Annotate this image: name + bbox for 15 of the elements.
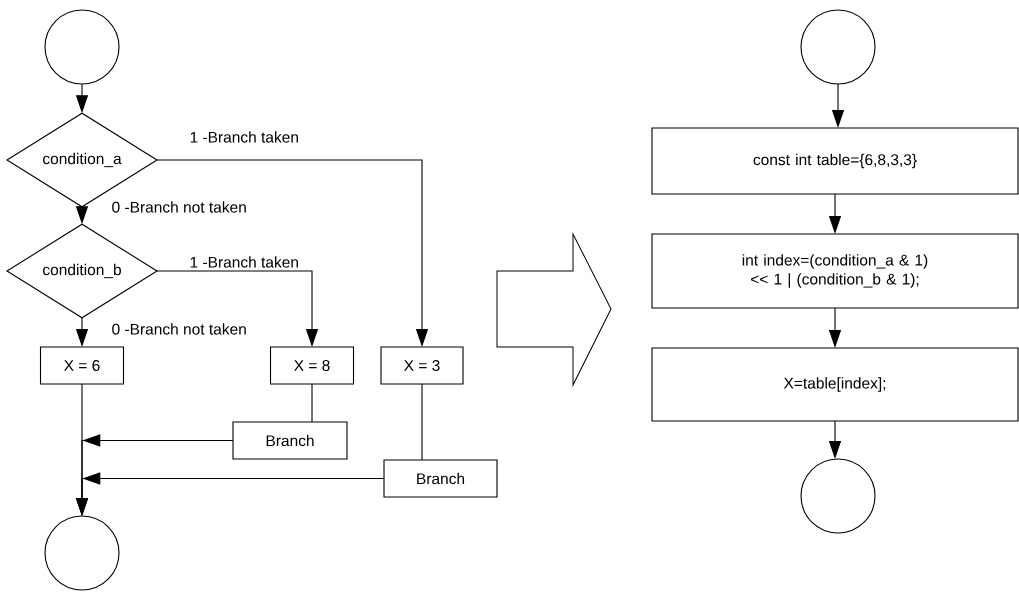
process-box: X = 6	[39, 346, 125, 385]
edge-label: 1 -Branch taken	[188, 255, 300, 269]
process-box: X = 8	[269, 346, 355, 385]
process-box: int index=(condition_a & 1) << 1 | (condition_b & 1);	[651, 233, 1019, 309]
process-box: const int table={6,8,3,3}	[651, 127, 1019, 195]
edge-label: 1 -Branch taken	[188, 130, 300, 144]
terminal-circle	[800, 9, 876, 85]
terminal-circle	[44, 9, 120, 85]
terminal-circle	[800, 458, 876, 534]
edge-label: 0 -Branch not taken	[110, 322, 248, 336]
process-box: X=table[index];	[651, 347, 1019, 422]
terminal-circle	[44, 515, 120, 591]
process-box: Branch	[232, 421, 348, 460]
process-box: X = 3	[380, 346, 464, 385]
process-box: Branch	[383, 459, 498, 498]
